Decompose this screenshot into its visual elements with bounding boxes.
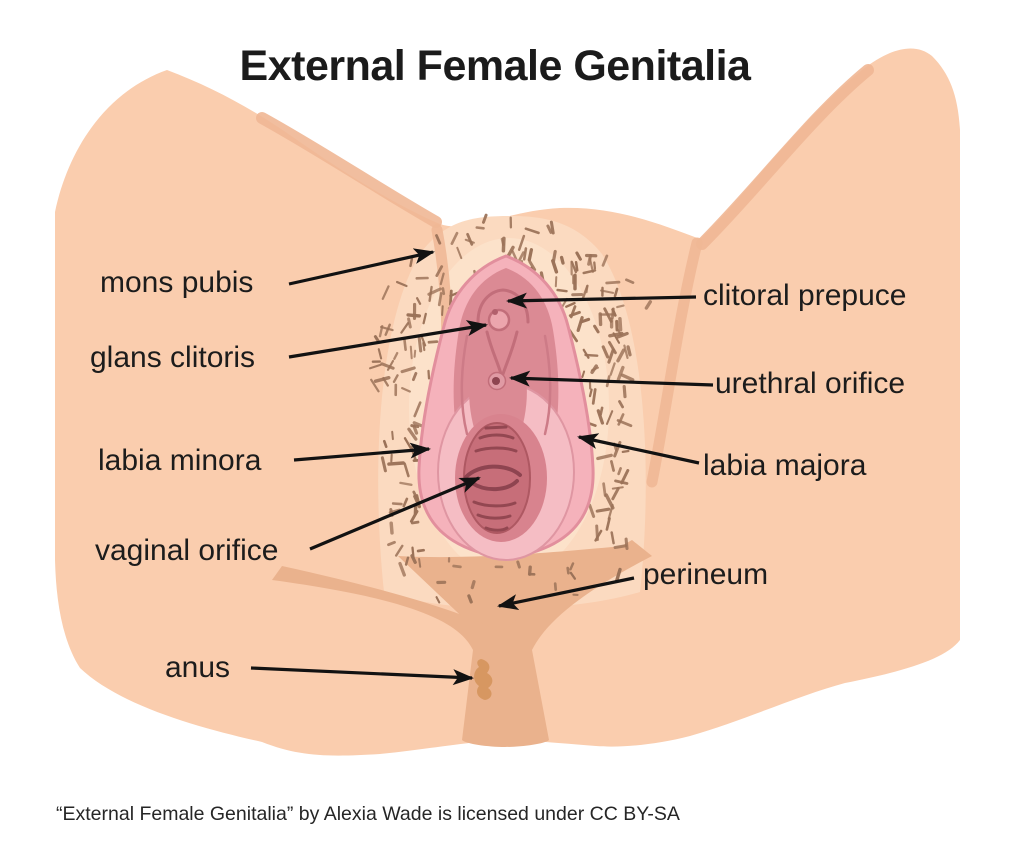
arrow-anus bbox=[250, 666, 474, 686]
label-mons-pubis: mons pubis bbox=[100, 266, 254, 299]
glans-clitoris-shape bbox=[487, 308, 511, 332]
arrow-clitoral-prepuce bbox=[506, 292, 697, 309]
license-attribution: “External Female Genitalia” by Alexia Wa… bbox=[56, 803, 680, 825]
label-urethral-orifice: urethral orifice bbox=[715, 367, 906, 400]
page-title: External Female Genitalia bbox=[239, 42, 751, 90]
arrow-labia-majora bbox=[577, 433, 700, 465]
arrow-labia-minora bbox=[293, 442, 431, 462]
label-labia-minora: labia minora bbox=[98, 444, 262, 477]
arrow-mons-pubis bbox=[288, 248, 435, 286]
anus-mark bbox=[474, 659, 493, 700]
arrow-perineum bbox=[497, 576, 635, 610]
contour-shadows bbox=[256, 64, 874, 250]
pubic-hair bbox=[369, 213, 653, 604]
label-labia-majora: labia majora bbox=[703, 449, 867, 482]
label-vaginal-orifice: vaginal orifice bbox=[95, 534, 279, 567]
arrow-vaginal-orifice bbox=[309, 476, 481, 551]
label-anus: anus bbox=[165, 651, 231, 684]
arrow-glans-clitoris bbox=[288, 320, 488, 359]
label-perineum: perineum bbox=[643, 558, 769, 591]
label-arrows bbox=[250, 248, 714, 686]
label-glans-clitoris: glans clitoris bbox=[90, 341, 256, 374]
urethral-dot bbox=[492, 377, 500, 385]
labia-minora-folds bbox=[460, 334, 552, 436]
glans-notch bbox=[492, 309, 498, 315]
arrow-urethral-orifice bbox=[509, 370, 714, 387]
vaginal-opening bbox=[463, 422, 531, 534]
label-clitoral-prepuce: clitoral prepuce bbox=[703, 279, 907, 312]
